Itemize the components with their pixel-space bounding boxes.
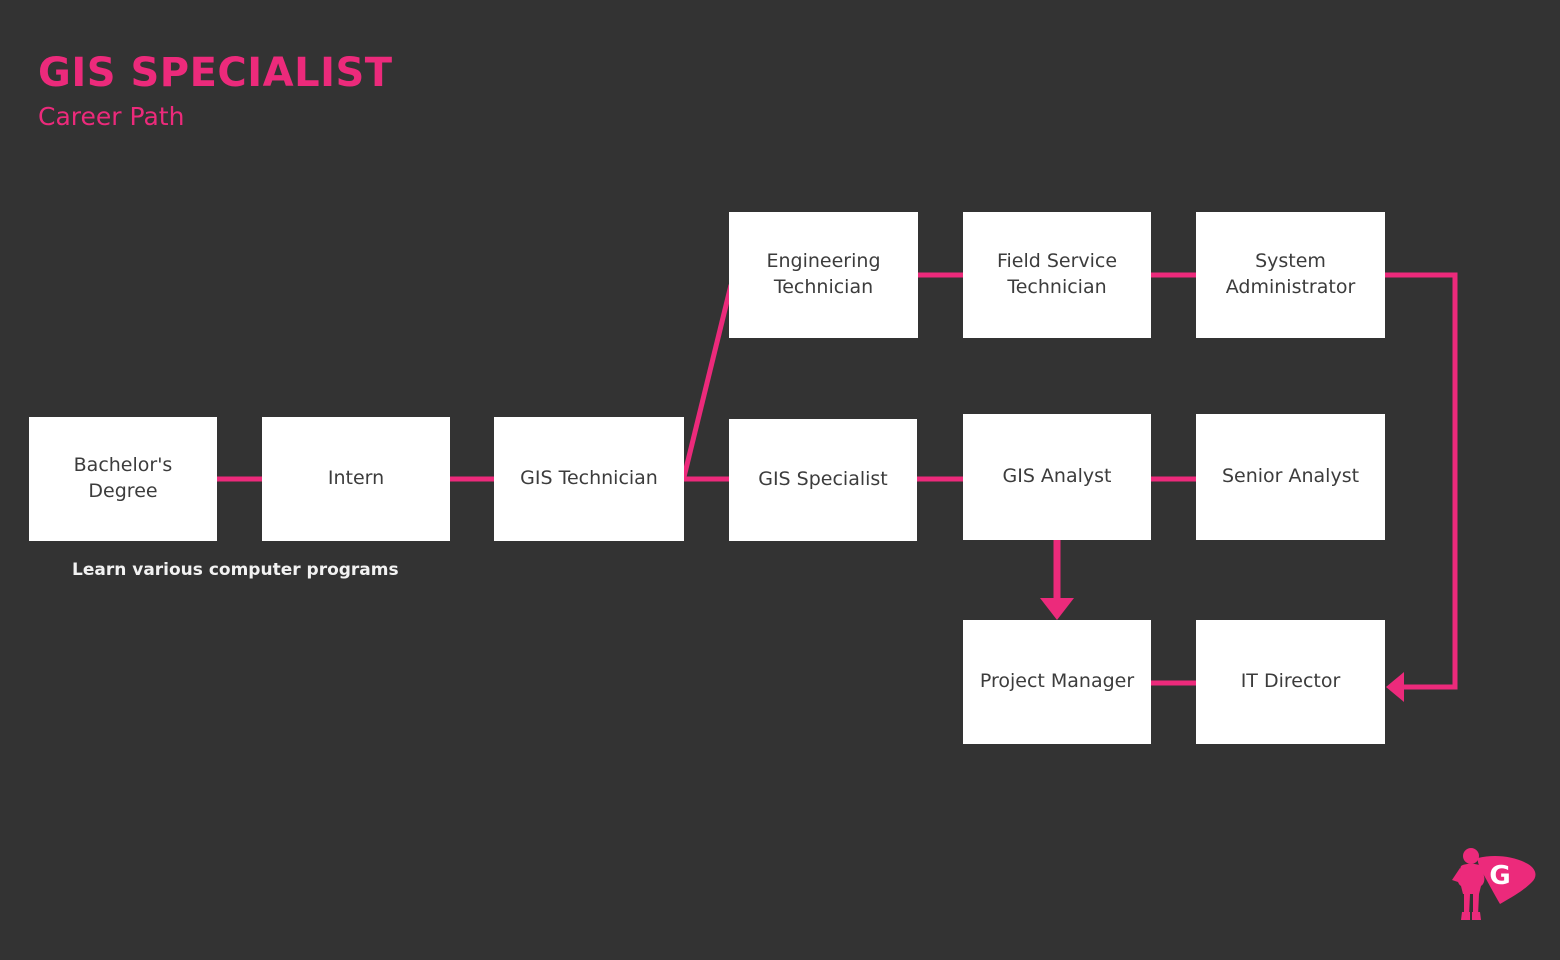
node-it-director[interactable]: IT Director <box>1196 620 1385 744</box>
node-intern[interactable]: Intern <box>262 417 450 541</box>
node-label: GIS Specialist <box>758 468 888 491</box>
node-engineering-technician[interactable]: Engineering Technician <box>729 212 918 338</box>
page-title: GIS SPECIALIST <box>38 50 393 96</box>
node-label: Field Service Technician <box>996 250 1118 298</box>
node-label: Engineering Technician <box>766 250 881 298</box>
caption-learn-programs: Learn various computer programs <box>72 560 399 580</box>
node-label: Bachelor's Degree <box>73 454 173 502</box>
logo-letter: G <box>1489 861 1510 891</box>
node-label: Project Manager <box>979 670 1135 693</box>
connector-gis-analyst-to-proj-mgr <box>1040 540 1074 620</box>
node-label: GIS Technician <box>520 467 658 490</box>
node-project-manager[interactable]: Project Manager <box>963 620 1151 744</box>
connector-gis-tech-to-eng-tech <box>680 284 734 482</box>
node-label: IT Director <box>1240 670 1341 693</box>
superhero-g-logo: G <box>1448 842 1544 930</box>
node-gis-specialist[interactable]: GIS Specialist <box>729 419 917 541</box>
node-label: System Administrator <box>1225 250 1356 298</box>
connector-sys-admin-to-it-dir <box>1385 272 1458 702</box>
node-senior-analyst[interactable]: Senior Analyst <box>1196 414 1385 540</box>
node-bachelors-degree[interactable]: Bachelor's Degree <box>29 417 217 541</box>
node-gis-analyst[interactable]: GIS Analyst <box>963 414 1151 540</box>
node-label: GIS Analyst <box>1002 465 1112 488</box>
superhero-icon: G <box>1452 848 1536 920</box>
header: GIS SPECIALIST Career Path <box>38 52 738 129</box>
node-gis-technician[interactable]: GIS Technician <box>494 417 684 541</box>
page-subtitle: Career Path <box>38 102 185 131</box>
node-system-administrator[interactable]: System Administrator <box>1196 212 1385 338</box>
node-label: Intern <box>327 467 385 490</box>
node-label: Senior Analyst <box>1221 465 1360 488</box>
node-field-service-technician[interactable]: Field Service Technician <box>963 212 1151 338</box>
